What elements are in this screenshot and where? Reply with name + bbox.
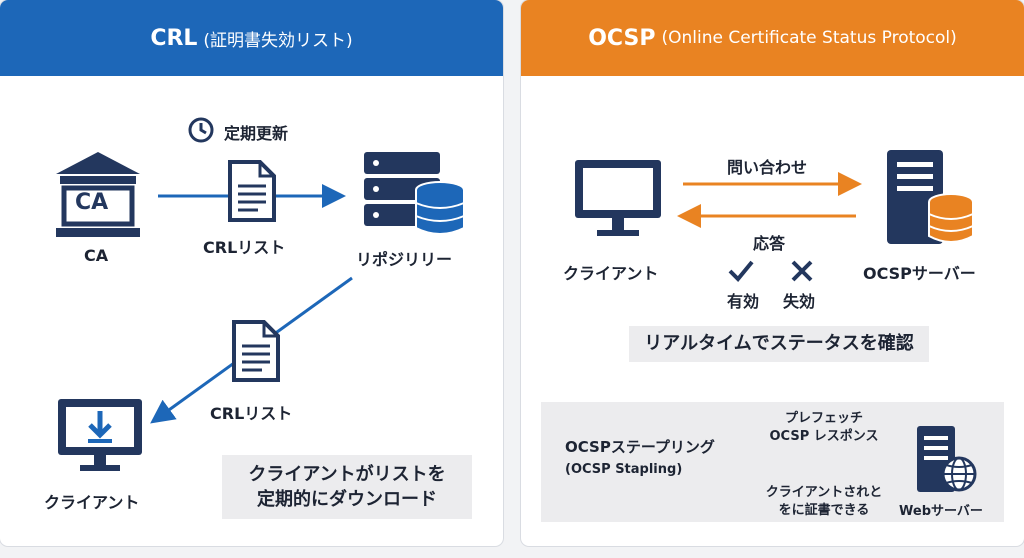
- download-note-line1: クライアントがリストを: [248, 463, 446, 485]
- document-icon: [228, 160, 276, 222]
- response-label: 応答: [753, 234, 786, 253]
- prefetch-line2: OCSP レスポンス: [769, 428, 879, 444]
- realtime-note: リアルタイムでステータスを確認: [629, 326, 929, 362]
- ocsp-header: OCSP (Online Certificate Status Protocol…: [521, 0, 1024, 76]
- bank-icon: [56, 152, 140, 237]
- ca-badge: CA: [75, 190, 109, 215]
- ca-label: CA: [84, 246, 109, 265]
- periodic-update-label: 定期更新: [224, 124, 289, 143]
- ocsp-subtitle: (Online Certificate Status Protocol): [661, 28, 957, 48]
- stapling-title: OCSPステープリング: [565, 438, 715, 456]
- check-icon: [728, 260, 754, 282]
- download-note: クライアントがリストを 定期的にダウンロード: [222, 455, 472, 519]
- prefetch-line1: プレフェッチ: [784, 411, 863, 426]
- document-icon: [232, 320, 280, 382]
- globe-icon: [941, 456, 977, 492]
- monitor-icon: [575, 160, 661, 236]
- download-note-line2: 定期的にダウンロード: [257, 489, 437, 510]
- valid-label: 有効: [727, 292, 760, 311]
- send-line1: クライアントされと: [765, 485, 883, 500]
- crl-title: CRL: [150, 25, 198, 51]
- database-server-icon: [887, 150, 974, 244]
- repository-label: リポジリリー: [356, 250, 453, 269]
- crl-list-label-top: CRLリスト: [203, 238, 286, 257]
- web-server-label: Webサーバー: [899, 504, 983, 519]
- send-text: クライアントされと をに証書できる: [749, 484, 899, 519]
- client-label: クライアント: [44, 493, 140, 512]
- ocsp-title: OCSP: [588, 25, 656, 51]
- crl-subtitle: (証明書失効リスト): [203, 30, 353, 51]
- web-server-icon: [917, 426, 977, 492]
- clock-icon: [188, 117, 214, 143]
- send-line2: をに証書できる: [778, 502, 870, 518]
- ocsp-panel: OCSP (Online Certificate Status Protocol…: [521, 0, 1024, 546]
- ocsp-server-label: OCSPサーバー: [863, 264, 976, 283]
- prefetch-text: プレフェッチ OCSP レスポンス: [749, 410, 899, 445]
- crl-list-label-bottom: CRLリスト: [210, 404, 293, 423]
- database-server-icon: [364, 152, 465, 235]
- cross-icon: [791, 260, 813, 282]
- revoked-label: 失効: [783, 292, 816, 311]
- query-label: 問い合わせ: [727, 158, 808, 177]
- ocsp-client-label: クライアント: [563, 264, 659, 283]
- crl-header: CRL (証明書失効リスト): [0, 0, 503, 76]
- crl-panel: CRL (証明書失効リスト) CA CA 定期更新 CRLリスト: [0, 0, 503, 546]
- stapling-subtitle: (OCSP Stapling): [565, 462, 683, 477]
- monitor-download-icon: [58, 399, 142, 471]
